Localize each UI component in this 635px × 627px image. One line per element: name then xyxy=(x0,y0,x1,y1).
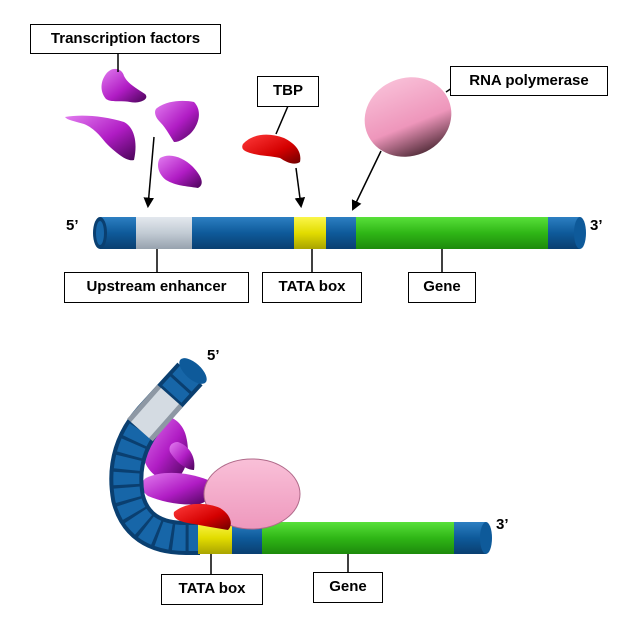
gene-label: Gene xyxy=(408,272,476,303)
top-three-prime-label: 3’ xyxy=(590,217,603,234)
tata-box-label: TATA box xyxy=(262,272,362,303)
bound-transcription-factor-3 xyxy=(169,442,195,470)
bound-tbp-protein xyxy=(173,503,231,530)
dna-right-end-cap xyxy=(574,217,586,249)
bent-dna-body xyxy=(113,365,200,551)
upstream-enhancer-segment xyxy=(136,217,192,249)
bottom-dna-strand xyxy=(109,358,492,574)
bound-transcription-factor-2 xyxy=(141,472,212,505)
tf-arrow xyxy=(143,136,155,209)
top-five-prime-label: 5’ xyxy=(66,217,79,234)
transcription-factor-2 xyxy=(65,115,136,161)
bottom-tata-box-label: TATA box xyxy=(161,574,263,605)
tbp-arrow xyxy=(294,167,306,209)
bound-rna-polymerase xyxy=(203,458,301,530)
bottom-three-prime-label: 3’ xyxy=(496,516,509,533)
tata-box-segment xyxy=(294,217,326,249)
rnap-arrow xyxy=(351,150,382,211)
transcription-factor-4 xyxy=(158,155,202,188)
bent-enhancer-segment xyxy=(131,388,179,438)
tbp-label: TBP xyxy=(257,76,319,107)
bottom-gene-label: Gene xyxy=(313,572,383,603)
rna-polymerase-label: RNA polymerase xyxy=(450,66,608,96)
bottom-dna-right-end-cap xyxy=(480,522,492,554)
tbp-label-connector xyxy=(275,105,289,135)
tbp-protein xyxy=(242,134,301,164)
rna-polymerase xyxy=(364,77,452,157)
upstream-enhancer-label: Upstream enhancer xyxy=(64,272,249,303)
transcription-factors-label: Transcription factors xyxy=(30,24,221,54)
transcription-factor-3 xyxy=(155,100,199,142)
gene-segment xyxy=(356,217,548,249)
bottom-five-prime-label: 5’ xyxy=(207,347,220,364)
transcription-factor-1 xyxy=(101,68,147,103)
top-dna-strand xyxy=(93,217,586,249)
bent-dna-end-cap xyxy=(179,358,207,384)
bottom-gene-segment xyxy=(262,522,454,554)
